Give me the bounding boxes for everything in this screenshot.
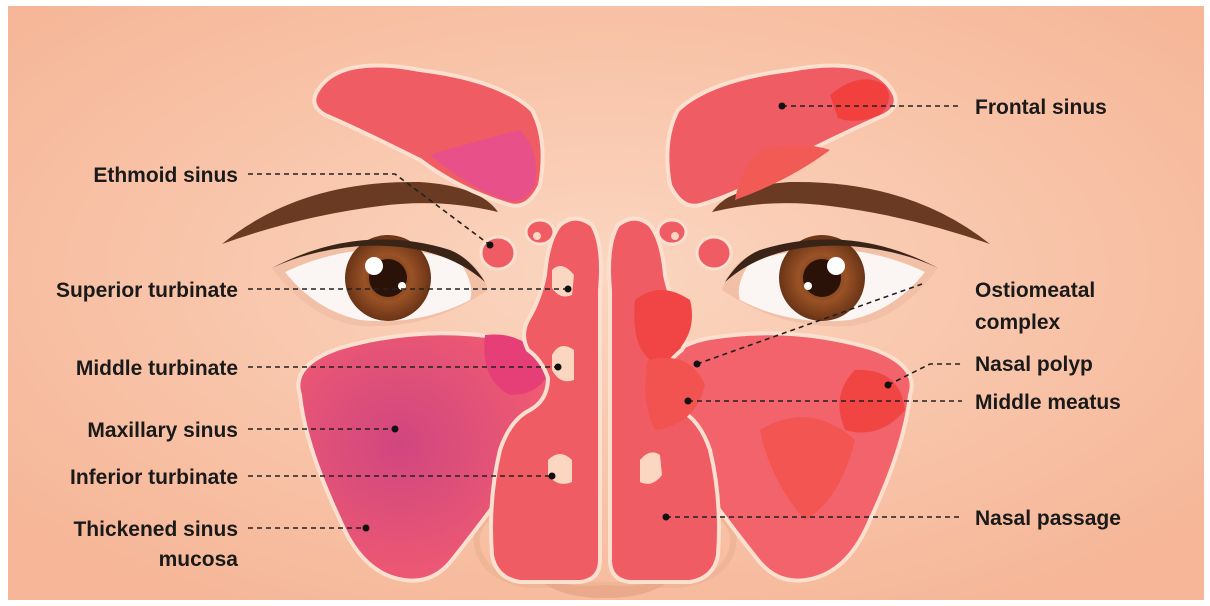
label-inferior-turbinate: Inferior turbinate [70,466,238,489]
label-frontal-sinus: Frontal sinus [975,96,1107,119]
label-ostiomeatal-line1: Ostiomeatal [975,279,1095,302]
label-thickened-mucosa-line1: Thickened sinus [73,518,238,541]
label-ethmoid-sinus: Ethmoid sinus [93,164,238,187]
label-middle-meatus: Middle meatus [975,391,1121,414]
label-middle-turbinate: Middle turbinate [76,357,238,380]
label-nasal-polyp: Nasal polyp [975,353,1093,376]
label-maxillary-sinus: Maxillary sinus [87,419,238,442]
label-ostiomeatal-line2: complex [975,311,1061,334]
label-superior-turbinate: Superior turbinate [56,279,238,302]
label-thickened-mucosa-line2: mucosa [159,548,239,571]
label-nasal-passage: Nasal passage [975,507,1121,530]
